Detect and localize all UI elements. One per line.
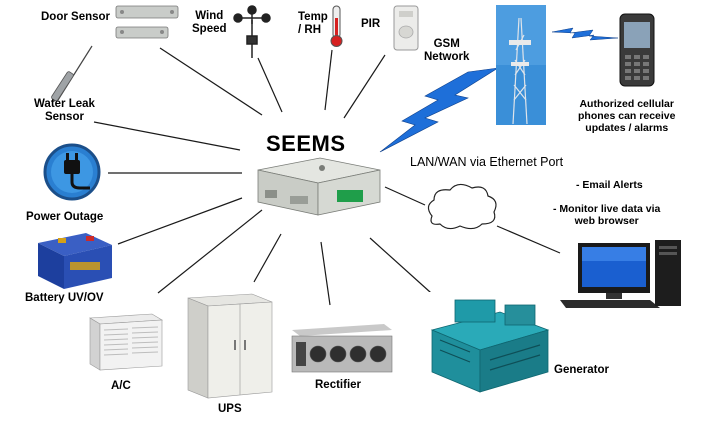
cell-tower-icon — [496, 5, 546, 125]
cell-phone-icon — [619, 13, 655, 87]
connector-lines — [93, 47, 561, 306]
label-wind-speed-line1: Wind — [195, 10, 224, 22]
label-ac: A/C — [111, 380, 131, 392]
water-leak-sensor-icon — [51, 45, 93, 102]
label-water-line2: Sensor — [44, 111, 84, 123]
label-rectifier: Rectifier — [315, 379, 362, 391]
cellular-note-line1: Authorized cellular — [579, 98, 674, 110]
phone-lightning-icon — [551, 27, 619, 41]
door-sensor-icon — [115, 5, 179, 39]
line-door-sensor — [159, 47, 263, 116]
pir-sensor-icon — [393, 5, 419, 51]
generator-icon — [428, 292, 550, 393]
label-gsm-network: GSM Network — [424, 38, 469, 64]
line-water-leak — [93, 121, 241, 151]
label-gsm-line2: Network — [424, 51, 470, 63]
email-alerts-note: - Email Alerts — [576, 179, 643, 191]
cellular-note: Authorized cellular phones can receive u… — [578, 98, 675, 134]
thermometer-icon — [330, 5, 343, 47]
power-plug-icon — [43, 143, 101, 201]
line-battery — [117, 197, 243, 245]
label-wind-speed-line2: Speed — [192, 23, 227, 35]
label-door-sensor: Door Sensor — [41, 11, 111, 23]
seems-title: SEEMS — [266, 131, 346, 156]
label-temp-rh: Temp / RH — [298, 11, 328, 37]
monitor-note: - Monitor live data via web browser — [553, 203, 660, 227]
label-gsm-line1: GSM — [433, 38, 460, 50]
line-temp — [324, 49, 333, 111]
gsm-lightning-icon — [379, 67, 499, 153]
line-ac — [157, 209, 263, 294]
line-wind-speed — [257, 57, 283, 113]
line-cloud — [384, 186, 426, 206]
ups-cabinet-icon — [187, 293, 273, 399]
lan-wan-label: LAN/WAN via Ethernet Port — [410, 155, 564, 169]
label-water-leak-sensor: Water Leak Sensor — [34, 98, 95, 124]
label-temp-line2: / RH — [298, 24, 321, 36]
line-ups — [253, 233, 282, 283]
cloud-icon — [427, 183, 497, 230]
monitor-note-line1: - Monitor live data via — [553, 203, 661, 215]
label-ups: UPS — [218, 403, 242, 415]
line-computer — [496, 225, 561, 254]
line-rectifier — [320, 241, 331, 306]
controller-device-icon — [257, 157, 381, 216]
label-water-line1: Water Leak — [34, 98, 95, 110]
label-battery: Battery UV/OV — [25, 292, 104, 304]
label-temp-line1: Temp — [298, 11, 328, 23]
label-wind-speed: Wind Speed — [192, 10, 227, 36]
label-pir: PIR — [361, 18, 381, 30]
line-pir — [343, 54, 386, 119]
line-generator — [369, 237, 441, 302]
cellular-note-line3: updates / alarms — [585, 122, 669, 134]
anemometer-icon — [233, 5, 271, 58]
label-power-outage: Power Outage — [26, 211, 104, 223]
computer-icon — [560, 240, 681, 308]
label-generator: Generator — [554, 364, 609, 376]
monitor-note-line2: web browser — [574, 215, 639, 227]
rectifier-icon — [291, 324, 393, 373]
air-conditioner-icon — [89, 313, 163, 371]
battery-icon — [38, 233, 112, 289]
cellular-note-line2: phones can receive — [578, 110, 676, 122]
